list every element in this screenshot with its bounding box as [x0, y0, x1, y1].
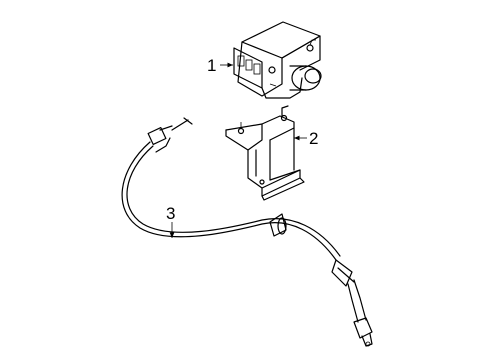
callout-3-label: 3	[166, 204, 175, 223]
mounting-bracket[interactable]	[225, 105, 305, 201]
cable-assembly[interactable]	[121, 117, 373, 347]
callout-2-label: 2	[309, 129, 318, 148]
control-module[interactable]	[233, 21, 322, 99]
callout-1-label: 1	[207, 56, 216, 75]
